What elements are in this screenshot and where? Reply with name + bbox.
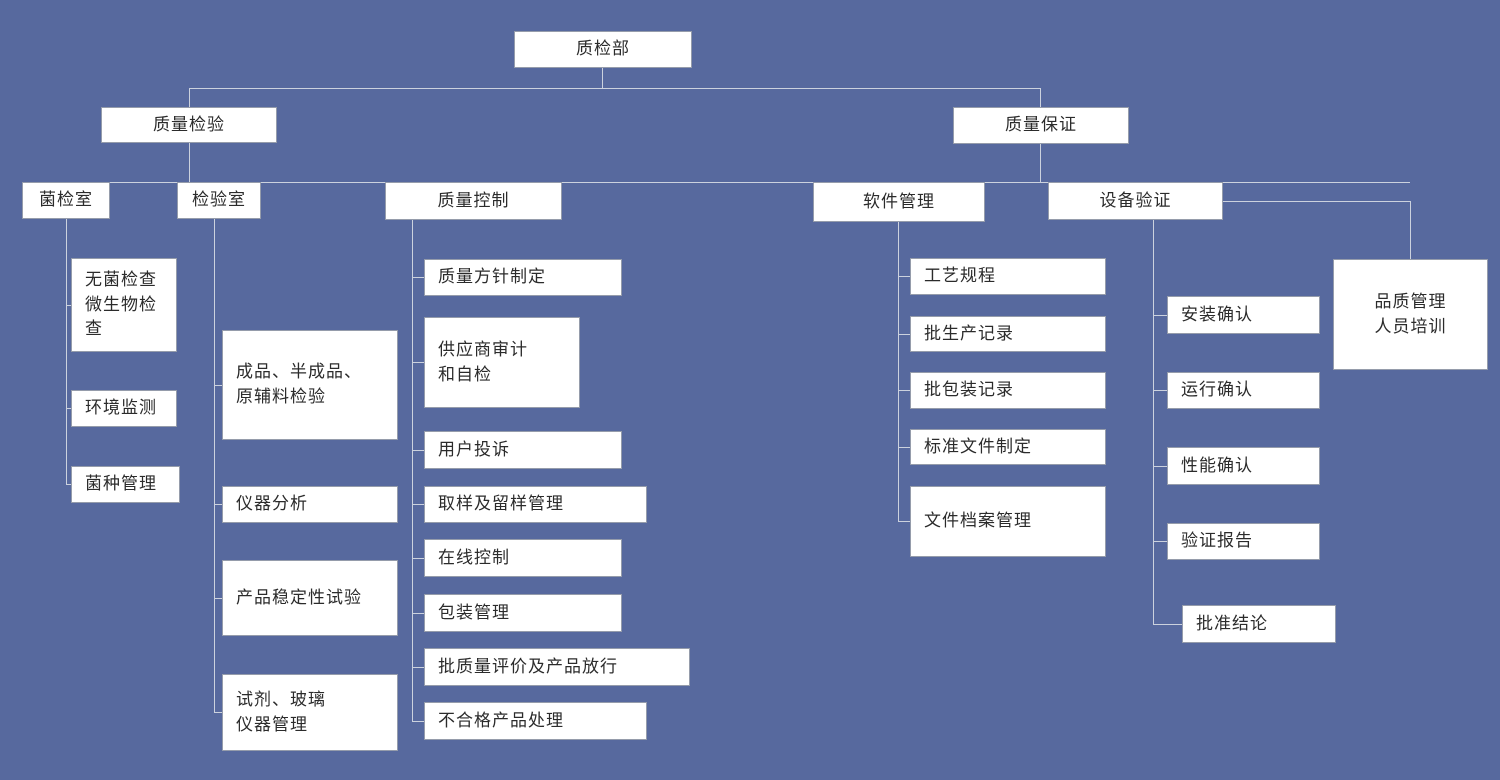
connector-line [898, 447, 910, 448]
connector-line [1153, 466, 1167, 467]
node-installation-qualification: 安装确认 [1167, 296, 1320, 334]
node-document-archive-management: 文件档案管理 [910, 486, 1106, 557]
connector-line [214, 712, 222, 713]
connector-line [412, 220, 413, 721]
connector-line [898, 521, 910, 522]
connector-line [1410, 201, 1411, 259]
connector-line [602, 68, 603, 88]
connector-line [22, 182, 1410, 183]
connector-line [66, 219, 67, 485]
node-qc-department: 质检部 [514, 31, 692, 68]
node-standard-document-formulation: 标准文件制定 [910, 429, 1106, 465]
connector-line [898, 276, 910, 277]
node-sampling-management: 取样及留样管理 [424, 486, 647, 523]
node-product-stability-test: 产品稳定性试验 [222, 560, 398, 636]
node-approval-conclusion: 批准结论 [1182, 605, 1336, 643]
connector-line [1153, 315, 1167, 316]
node-quality-assurance: 质量保证 [953, 107, 1129, 144]
node-performance-qualification: 性能确认 [1167, 447, 1320, 485]
node-sterility-microbe-check: 无菌检查 微生物检查 [71, 258, 177, 352]
node-environment-monitoring: 环境监测 [71, 390, 177, 427]
connector-line [66, 305, 71, 306]
node-software-management: 软件管理 [813, 182, 985, 222]
connector-line [189, 88, 1041, 89]
node-product-material-inspection: 成品、半成品、 原辅料检验 [222, 330, 398, 440]
connector-line [214, 504, 222, 505]
connector-line [412, 504, 424, 505]
connector-line [1153, 220, 1154, 624]
node-strain-management: 菌种管理 [71, 466, 180, 503]
connector-line [1223, 201, 1410, 202]
node-reagent-glassware-management: 试剂、玻璃 仪器管理 [222, 674, 398, 751]
connector-line [214, 598, 222, 599]
connector-line [1040, 88, 1041, 107]
connector-line [189, 88, 190, 107]
node-batch-evaluation-release: 批质量评价及产品放行 [424, 648, 690, 686]
node-quality-control: 质量控制 [385, 182, 562, 220]
connector-line [412, 450, 424, 451]
node-user-complaints: 用户投诉 [424, 431, 622, 469]
connector-line [1153, 390, 1167, 391]
node-bacteria-test-room: 菌检室 [22, 182, 110, 219]
connector-line [898, 390, 910, 391]
connector-line [66, 408, 71, 409]
node-quality-policy: 质量方针制定 [424, 259, 622, 296]
connector-line [189, 143, 190, 182]
node-instrument-analysis: 仪器分析 [222, 486, 398, 523]
connector-line [214, 385, 222, 386]
connector-line [412, 721, 424, 722]
connector-line [898, 334, 910, 335]
connector-line [412, 613, 424, 614]
node-nonconforming-product-handling: 不合格产品处理 [424, 702, 647, 740]
connector-line [412, 362, 424, 363]
node-quality-personnel-training: 品质管理 人员培训 [1333, 259, 1488, 370]
node-batch-packaging-records: 批包装记录 [910, 372, 1106, 409]
connector-line [412, 558, 424, 559]
connector-line [898, 222, 899, 521]
node-validation-report: 验证报告 [1167, 523, 1320, 560]
connector-line [412, 277, 424, 278]
node-batch-production-records: 批生产记录 [910, 316, 1106, 352]
node-process-regulations: 工艺规程 [910, 258, 1106, 295]
connector-line [66, 484, 71, 485]
node-testing-room: 检验室 [177, 182, 261, 219]
node-operational-qualification: 运行确认 [1167, 372, 1320, 409]
connector-line [412, 667, 424, 668]
node-equipment-validation: 设备验证 [1048, 182, 1223, 220]
node-quality-inspection: 质量检验 [101, 107, 277, 143]
node-online-control: 在线控制 [424, 539, 622, 577]
connector-line [1153, 624, 1182, 625]
connector-line [214, 219, 215, 712]
connector-line [1040, 144, 1041, 182]
node-supplier-audit: 供应商审计 和自检 [424, 317, 580, 408]
connector-line [1153, 541, 1167, 542]
node-packaging-management: 包装管理 [424, 594, 622, 632]
